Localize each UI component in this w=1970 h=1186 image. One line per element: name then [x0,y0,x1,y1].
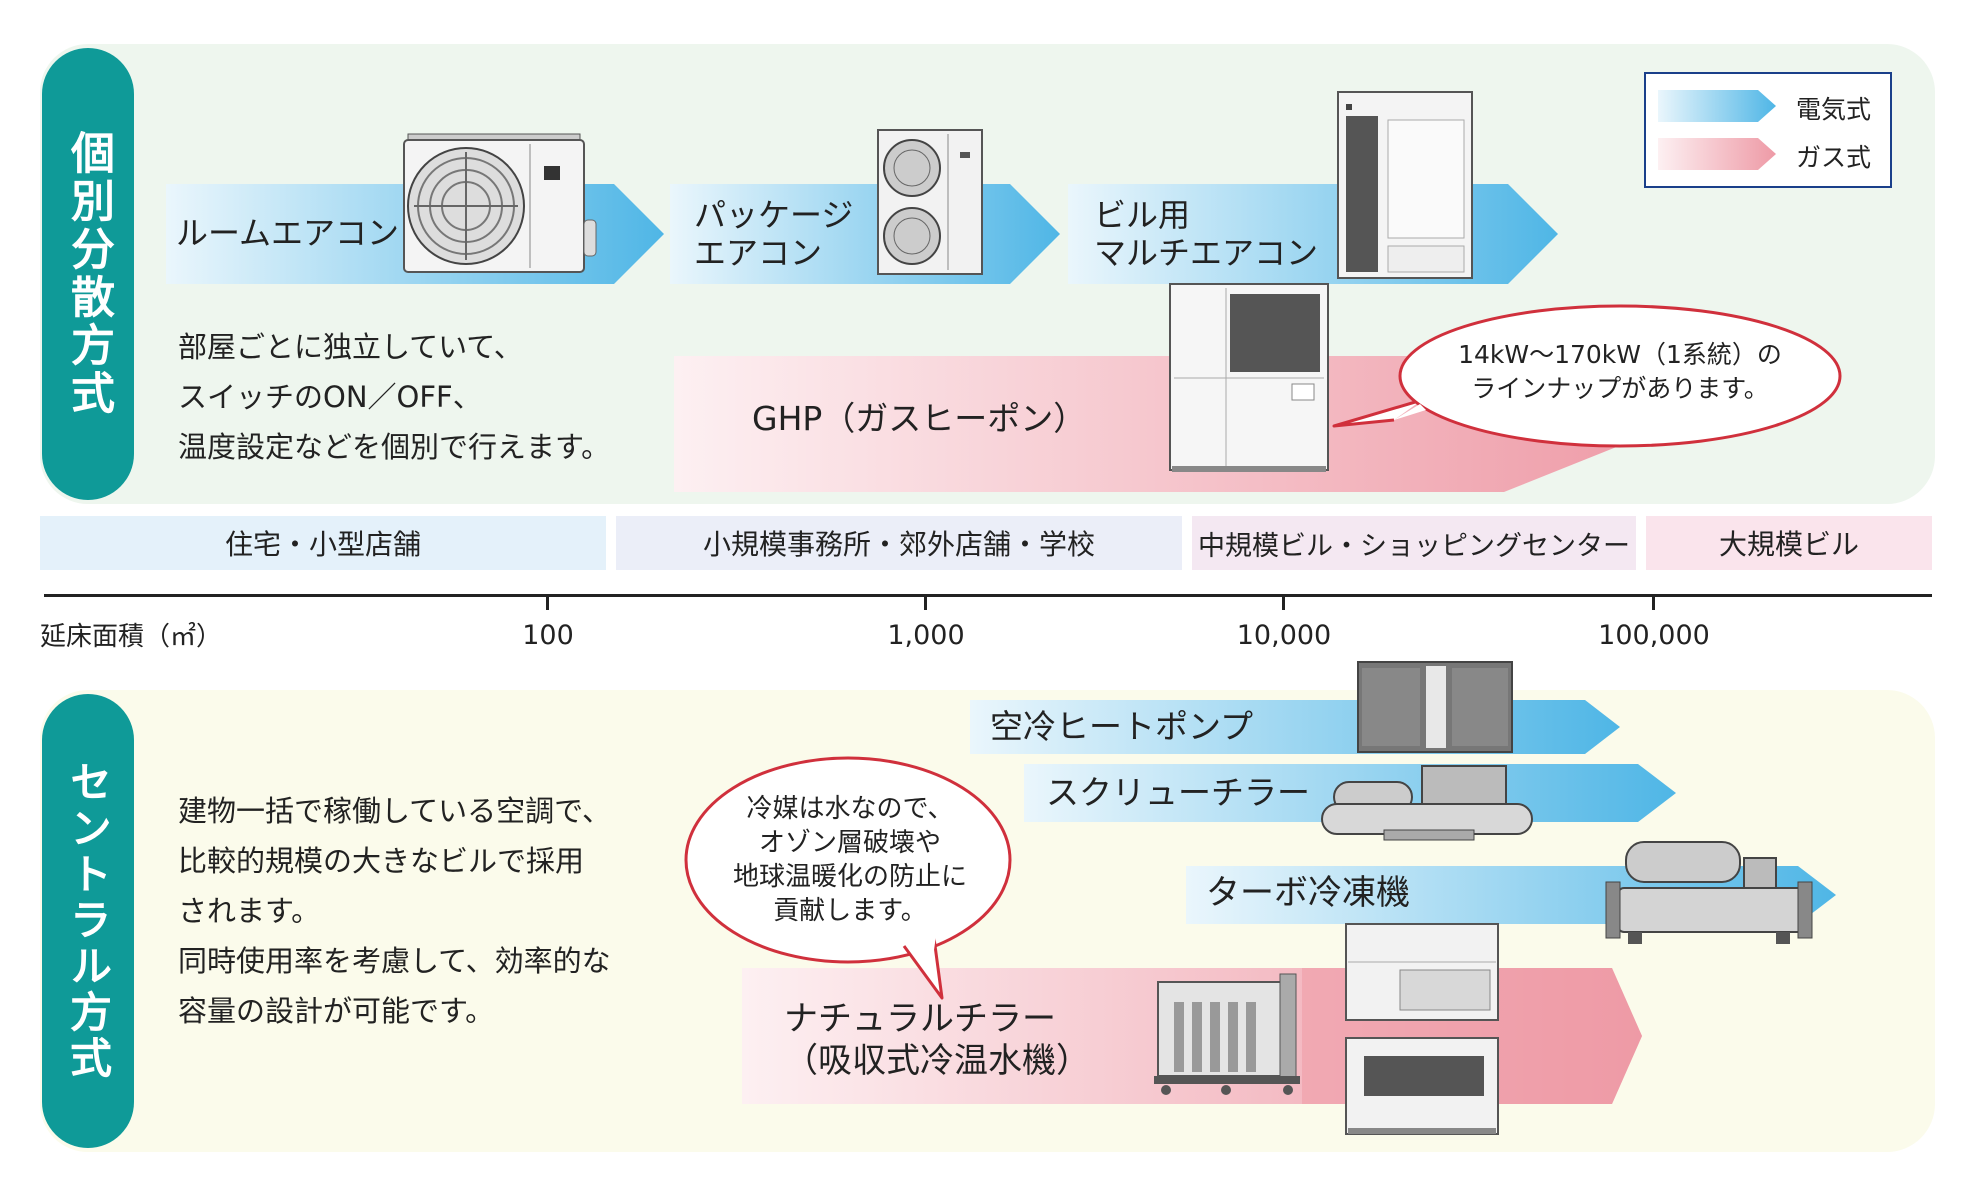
natural-chiller-image [1154,973,1300,1095]
air-cooled-heatpump-image [1357,661,1513,753]
top-section-description: 部屋ごとに独立していて、 スイッチのON／OFF、 温度設定などを個別で行えます… [178,330,611,464]
axis-tick-label-10000: 10,000 [1236,620,1332,651]
turbo-refrigerator-image [1605,841,1813,944]
ghp-bubble-text: 14kW～170kW（1系統）の ラインナップがあります。 [1458,340,1782,403]
scale-band-mid-building: 中規模ビル・ショッピングセンター [1192,516,1636,570]
arrow-label-building-multi: ビル用 マルチエアコン [1094,196,1319,272]
scale-band-small-office: 小規模事務所・郊外店舗・学校 [616,516,1182,570]
arrow-label-package-aircon: パッケージ エアコン [694,196,854,272]
bottom-section-tab-label: セントラル方式 [63,760,113,1082]
axis-tick-100000 [1652,594,1655,610]
axis-line [44,594,1932,597]
legend-electric-swatch [1658,90,1776,122]
package-aircon-unit-image [877,129,983,275]
bottom-section-tab: セントラル方式 [42,694,134,1148]
natural-chiller-speech-bubble [684,756,1012,1000]
arrow-label-air-cooled-heatpump: 空冷ヒートポンプ [990,707,1254,746]
natural-chiller-unit-lower-image [1345,1037,1499,1135]
top-section-tab: 個別分散方式 [42,48,134,500]
arrow-label-natural-chiller: ナチュラルチラー （吸収式冷温水機） [784,999,1090,1081]
scale-band-residential: 住宅・小型店舗 [40,516,606,570]
scale-band-large-building: 大規模ビル [1646,516,1932,570]
screw-chiller-image [1321,765,1533,841]
top-section-tab-label: 個別分散方式 [63,130,114,418]
axis-tick-1000 [924,594,927,610]
room-aircon-unit-image [403,133,597,273]
arrow-label-ghp: GHP（ガスヒーポン） [752,399,1087,438]
legend-gas-label: ガス式 [1796,143,1872,172]
natural-chiller-bubble-text: 冷媒は水なので、 オゾン層破壊や 地球温暖化の防止に 貢献します。 [732,794,967,926]
axis-tick-label-100000: 100,000 [1598,620,1710,651]
legend-box: 電気式 ガス式 [1644,72,1892,188]
bottom-section-description: 建物一括で稼働している空調で、 比較的規模の大きなビルで採用 されます。 同時使… [178,794,611,1028]
ghp-speech-bubble [1332,304,1842,448]
legend-gas-swatch [1658,138,1776,170]
arrow-label-room-aircon: ルームエアコン [176,214,400,252]
building-multi-unit-image [1337,91,1473,279]
arrow-label-screw-chiller: スクリューチラー [1046,773,1310,812]
legend-electric-label: 電気式 [1796,95,1872,124]
arrow-label-turbo-refrigerator: ターボ冷凍機 [1206,873,1410,913]
axis-label: 延床面積（㎡） [40,622,223,652]
ghp-unit-image [1169,283,1329,472]
axis-tick-100 [546,594,549,610]
natural-chiller-unit-upper-image [1345,923,1499,1021]
axis-tick-10000 [1282,594,1285,610]
axis-tick-label-100: 100 [522,620,574,651]
axis-tick-label-1000: 1,000 [887,620,965,651]
